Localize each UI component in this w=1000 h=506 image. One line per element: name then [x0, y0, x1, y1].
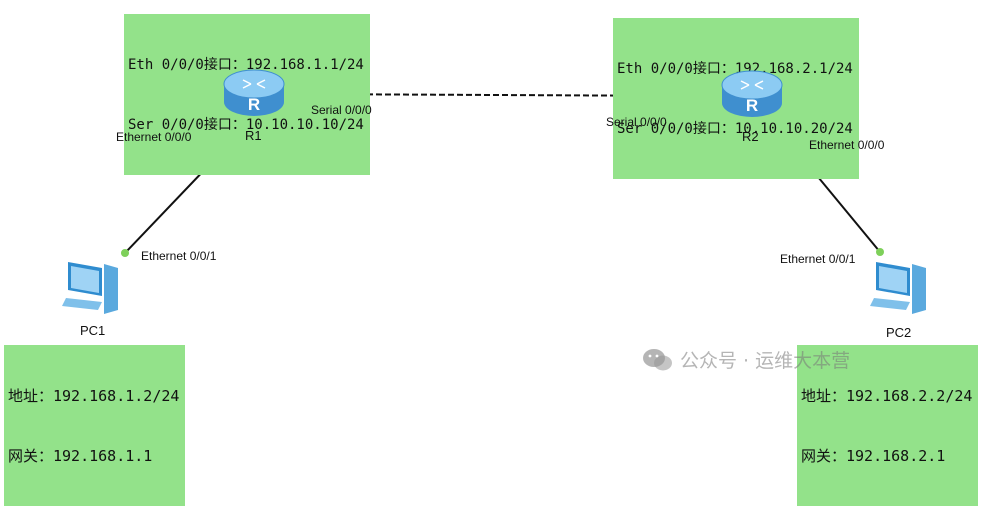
pc2-name: PC2: [886, 325, 912, 340]
pc-icon[interactable]: [870, 258, 932, 316]
r2-info-eth: Eth 0/0/0接口：192.168.2.1/24: [617, 61, 853, 77]
watermark: 公众号 · 运维大本营: [642, 346, 850, 373]
svg-text:R: R: [248, 95, 260, 114]
port-dot-pc1-eth: [121, 249, 129, 257]
pc1-name: PC1: [80, 323, 106, 338]
r2-port-eth-label: Ethernet 0/0/0: [809, 138, 885, 152]
r1-info-serial: Ser 0/0/0接口：10.10.10.10/24: [128, 117, 364, 133]
pc1-port-eth-label: Ethernet 0/0/1: [141, 249, 217, 263]
r1-port-serial-label: Serial 0/0/0: [311, 103, 372, 117]
r2-name: R2: [742, 129, 759, 144]
svg-text:R: R: [746, 96, 758, 115]
r2-info-serial: Ser 0/0/0接口：10.10.10.20/24: [617, 121, 853, 137]
r1-info-eth: Eth 0/0/0接口：192.168.1.1/24: [128, 57, 364, 73]
watermark-text: 公众号 · 运维大本营: [680, 350, 851, 372]
link-r1-r2-serial: [285, 93, 708, 97]
r2-port-serial-label: Serial 0/0/0: [606, 115, 667, 129]
pc2-port-eth-label: Ethernet 0/0/1: [780, 252, 856, 266]
pc2-info-gateway: 网关：192.168.2.1: [801, 447, 946, 465]
pc-icon[interactable]: [62, 258, 124, 316]
pc1-info-gateway: 网关：192.168.1.1: [8, 447, 153, 465]
router-icon[interactable]: R: [719, 67, 785, 121]
pc1-info-label: 地址：192.168.1.2/24 网关：192.168.1.1: [4, 345, 186, 506]
pc2-info-address: 地址：192.168.2.2/24: [801, 387, 973, 405]
wechat-logo-icon: [643, 349, 672, 371]
r1-name: R1: [245, 128, 262, 143]
router-icon[interactable]: R: [221, 66, 287, 120]
network-topology-diagram: Eth 0/0/0接口：192.168.1.1/24 Ser 0/0/0接口：1…: [4, 14, 979, 506]
port-dot-pc2-eth: [876, 248, 884, 256]
pc1-info-address: 地址：192.168.1.2/24: [8, 387, 180, 405]
r1-port-eth-label: Ethernet 0/0/0: [116, 130, 192, 144]
